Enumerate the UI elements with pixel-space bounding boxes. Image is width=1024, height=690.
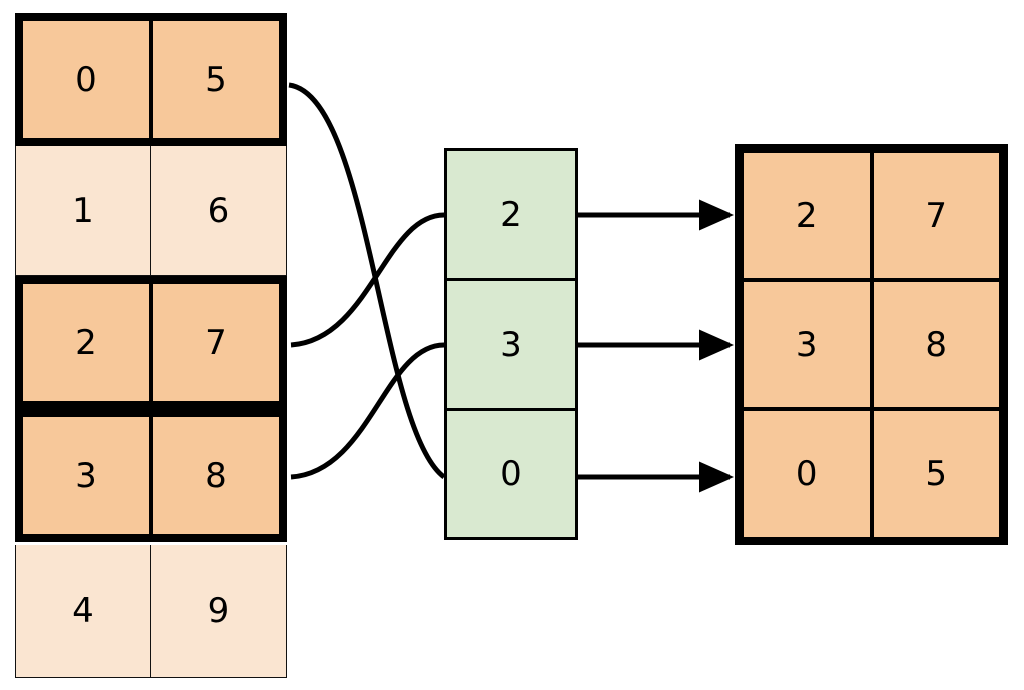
curve-row2-to-index2 bbox=[290, 212, 445, 348]
index-column: 2 3 0 bbox=[444, 148, 578, 540]
source-row-1[interactable]: 1 6 bbox=[15, 146, 287, 276]
source-row-2[interactable]: 2 7 bbox=[15, 276, 287, 409]
curve-row3-to-index3 bbox=[290, 342, 445, 480]
source-cell-3-0: 3 bbox=[23, 417, 149, 534]
result-table: 2 7 3 8 0 5 bbox=[735, 144, 1008, 545]
result-cell-2-1: 5 bbox=[873, 411, 999, 537]
index-cell-0[interactable]: 2 bbox=[447, 151, 575, 281]
result-row-2[interactable]: 0 5 bbox=[744, 411, 999, 537]
result-cell-1-1: 8 bbox=[873, 282, 999, 407]
index-cell-2[interactable]: 0 bbox=[447, 411, 575, 537]
result-cell-2-0: 0 bbox=[744, 411, 870, 537]
source-cell-0-1: 5 bbox=[153, 21, 279, 138]
source-cell-0-0: 0 bbox=[23, 21, 149, 138]
curve-row0-to-index0 bbox=[288, 82, 446, 480]
result-row-1[interactable]: 3 8 bbox=[744, 282, 999, 407]
result-row-0[interactable]: 2 7 bbox=[744, 153, 999, 278]
source-cell-1-0: 1 bbox=[16, 146, 151, 275]
source-cell-2-1: 7 bbox=[153, 284, 279, 401]
result-cell-1-0: 3 bbox=[744, 282, 870, 407]
result-cell-0-1: 7 bbox=[873, 153, 999, 278]
source-cell-2-0: 2 bbox=[23, 284, 149, 401]
index-cell-1[interactable]: 3 bbox=[447, 281, 575, 411]
source-cell-1-1: 6 bbox=[151, 146, 286, 275]
source-row-4[interactable]: 4 9 bbox=[15, 545, 287, 678]
source-cell-4-0: 4 bbox=[16, 545, 151, 677]
source-row-3[interactable]: 3 8 bbox=[15, 409, 287, 542]
source-table: 0 5 1 6 2 7 3 8 4 9 bbox=[15, 13, 287, 678]
source-cell-3-1: 8 bbox=[153, 417, 279, 534]
source-cell-4-1: 9 bbox=[151, 545, 286, 677]
source-row-0[interactable]: 0 5 bbox=[15, 13, 287, 146]
result-cell-0-0: 2 bbox=[744, 153, 870, 278]
